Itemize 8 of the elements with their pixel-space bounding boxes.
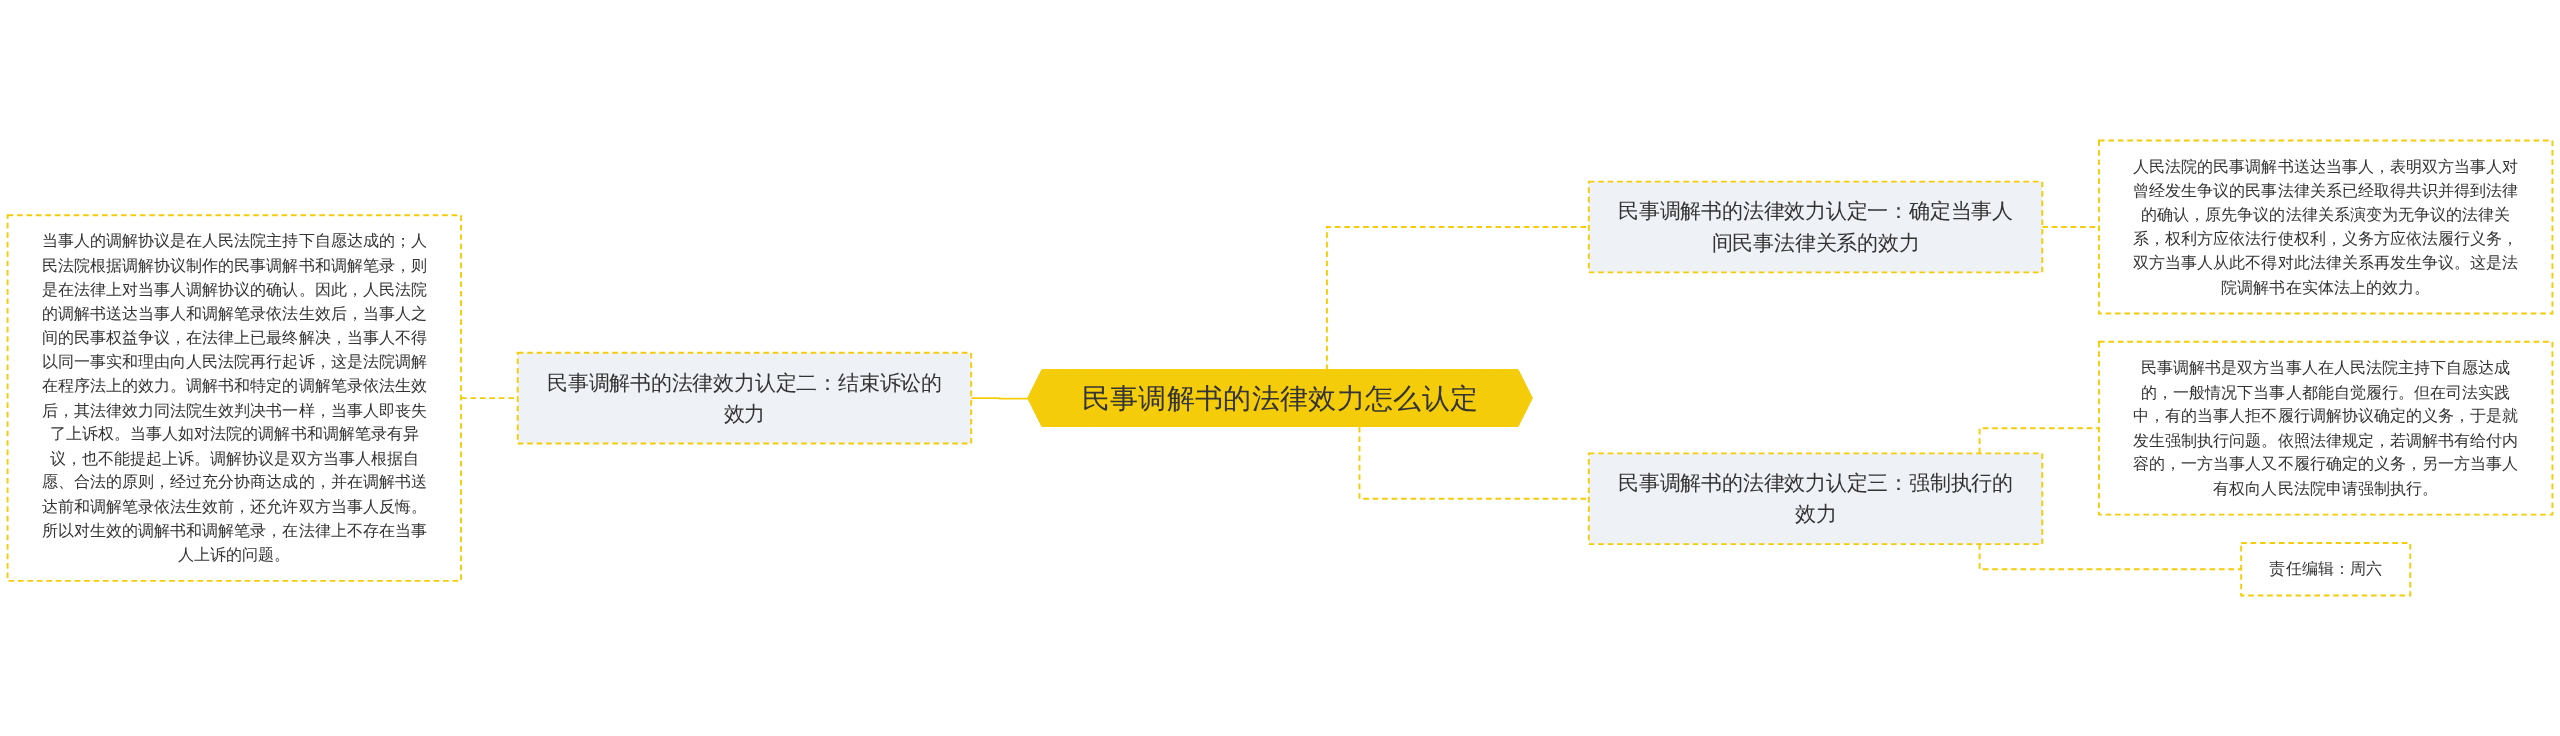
node-box: 民事调解书的法律效力认定三：强制执行的效力 — [1587, 452, 2044, 545]
node-box: 民事调解书是双方当事人在人民法院主持下自愿达成的，一般情况下当事人都能自觉履行。但在司法实践中，有的当事人拒不履行调解协议确定的义务，于是就发生强制执行问题。依照法律规定，若调解书有给付内容的，一方当事人又不履行确定的义务，另一方当事人有权向人民法院申请强制执行。 — [2098, 340, 2554, 516]
node-box: 民事调解书的法律效力认定一：确定当事人间民事法律关系的效力 — [1587, 180, 2044, 274]
node-box: 民事调解书的法律效力认定二：结束诉讼的效力 — [516, 351, 973, 445]
node-box: 责任编辑：周六 — [2240, 542, 2412, 597]
node-box: 当事人的调解协议是在人民法院主持下自愿达成的；人民法院根据调解协议制作的民事调解书和调解笔录，则是在法律上对当事人调解协议的确认。因此，人民法院的调解书送达当事人和调解笔录依法生效后，当事人之间的民事权益争议，在法律上已最终解决，当事人不得以同一事实和理由向人民法院再行起诉，这是法院调解在程序法上的效力。调解书和特定的调解笔录依法生效后，其法律效力同法院生效判决书一样，当事人即丧失了上诉权。当事人如对法院的调解书和调解笔录有异议，也不能提起上诉。调解协议是双方当事人根据自愿、合法的原则，经过充分协商达成的，并在调解书送达前和调解笔录依法生效前，还允许双方当事人反悔。所以对生效的调解书和调解笔录，在法律上不存在当事人上诉的问题。 — [6, 214, 462, 582]
node-box: 人民法院的民事调解书送达当事人，表明双方当事人对曾经发生争议的民事法律关系已经取得共识并得到法律的确认，原先争议的法律关系演变为无争议的法律关系，权利方应依法行使权利，义务方应依法履行义务，双方当事人从此不得对此法律关系再发生争议。这是法院调解书在实体法上的效力。 — [2098, 139, 2554, 315]
connector — [1978, 427, 2100, 455]
